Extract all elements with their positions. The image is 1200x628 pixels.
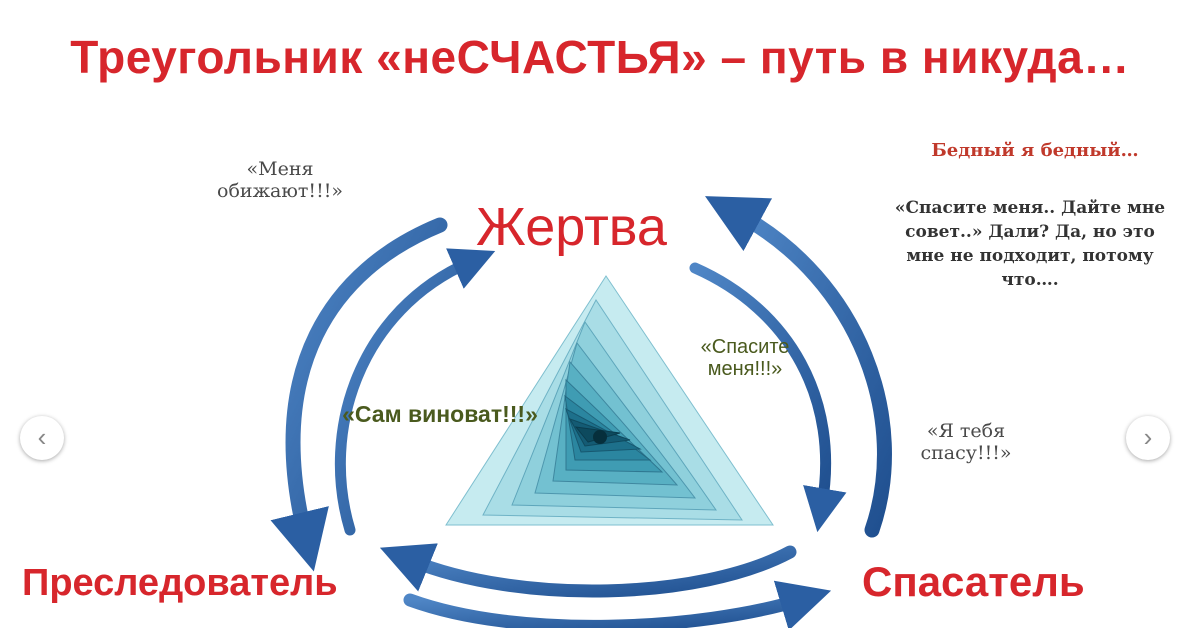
spiral-triangle [445, 275, 774, 526]
role-victim-label: Жертва [476, 197, 667, 257]
cycle-arrows [270, 196, 892, 628]
victim-complaint-quote: «Меня обижают!!!» [217, 158, 343, 202]
prev-slide-button[interactable]: ‹ [20, 416, 64, 460]
role-rescuer-label: Спасатель [862, 558, 1085, 605]
page-title: Треугольник «неСЧАСТЬЯ» – путь в никуда… [70, 31, 1130, 83]
help-me-quote: «Спасите меня!!!» [700, 336, 790, 380]
arrow-persecutor-to-rescuer [403, 580, 832, 628]
own-fault-quote: «Сам виноват!!!» [342, 401, 538, 427]
arrow-persecutor-to-victim [334, 248, 496, 536]
chevron-right-icon: › [1143, 422, 1153, 452]
arrow-victim-to-persecutor [270, 217, 448, 572]
rescuer-promise-quote: «Я тебя спасу!!!» [920, 420, 1012, 464]
poor-me-text: «Спасите меня.. Дайте мне совет..» Дали?… [894, 198, 1166, 290]
poor-me-heading: Бедный я бедный… [931, 140, 1139, 161]
arrow-victim-to-rescuer [689, 262, 847, 533]
next-slide-button[interactable]: › [1126, 416, 1170, 460]
arrow-rescuer-to-victim [705, 196, 892, 538]
arrow-rescuer-to-persecutor [379, 543, 797, 598]
role-persecutor-label: Преследователь [22, 562, 338, 604]
chevron-left-icon: ‹ [37, 422, 47, 452]
